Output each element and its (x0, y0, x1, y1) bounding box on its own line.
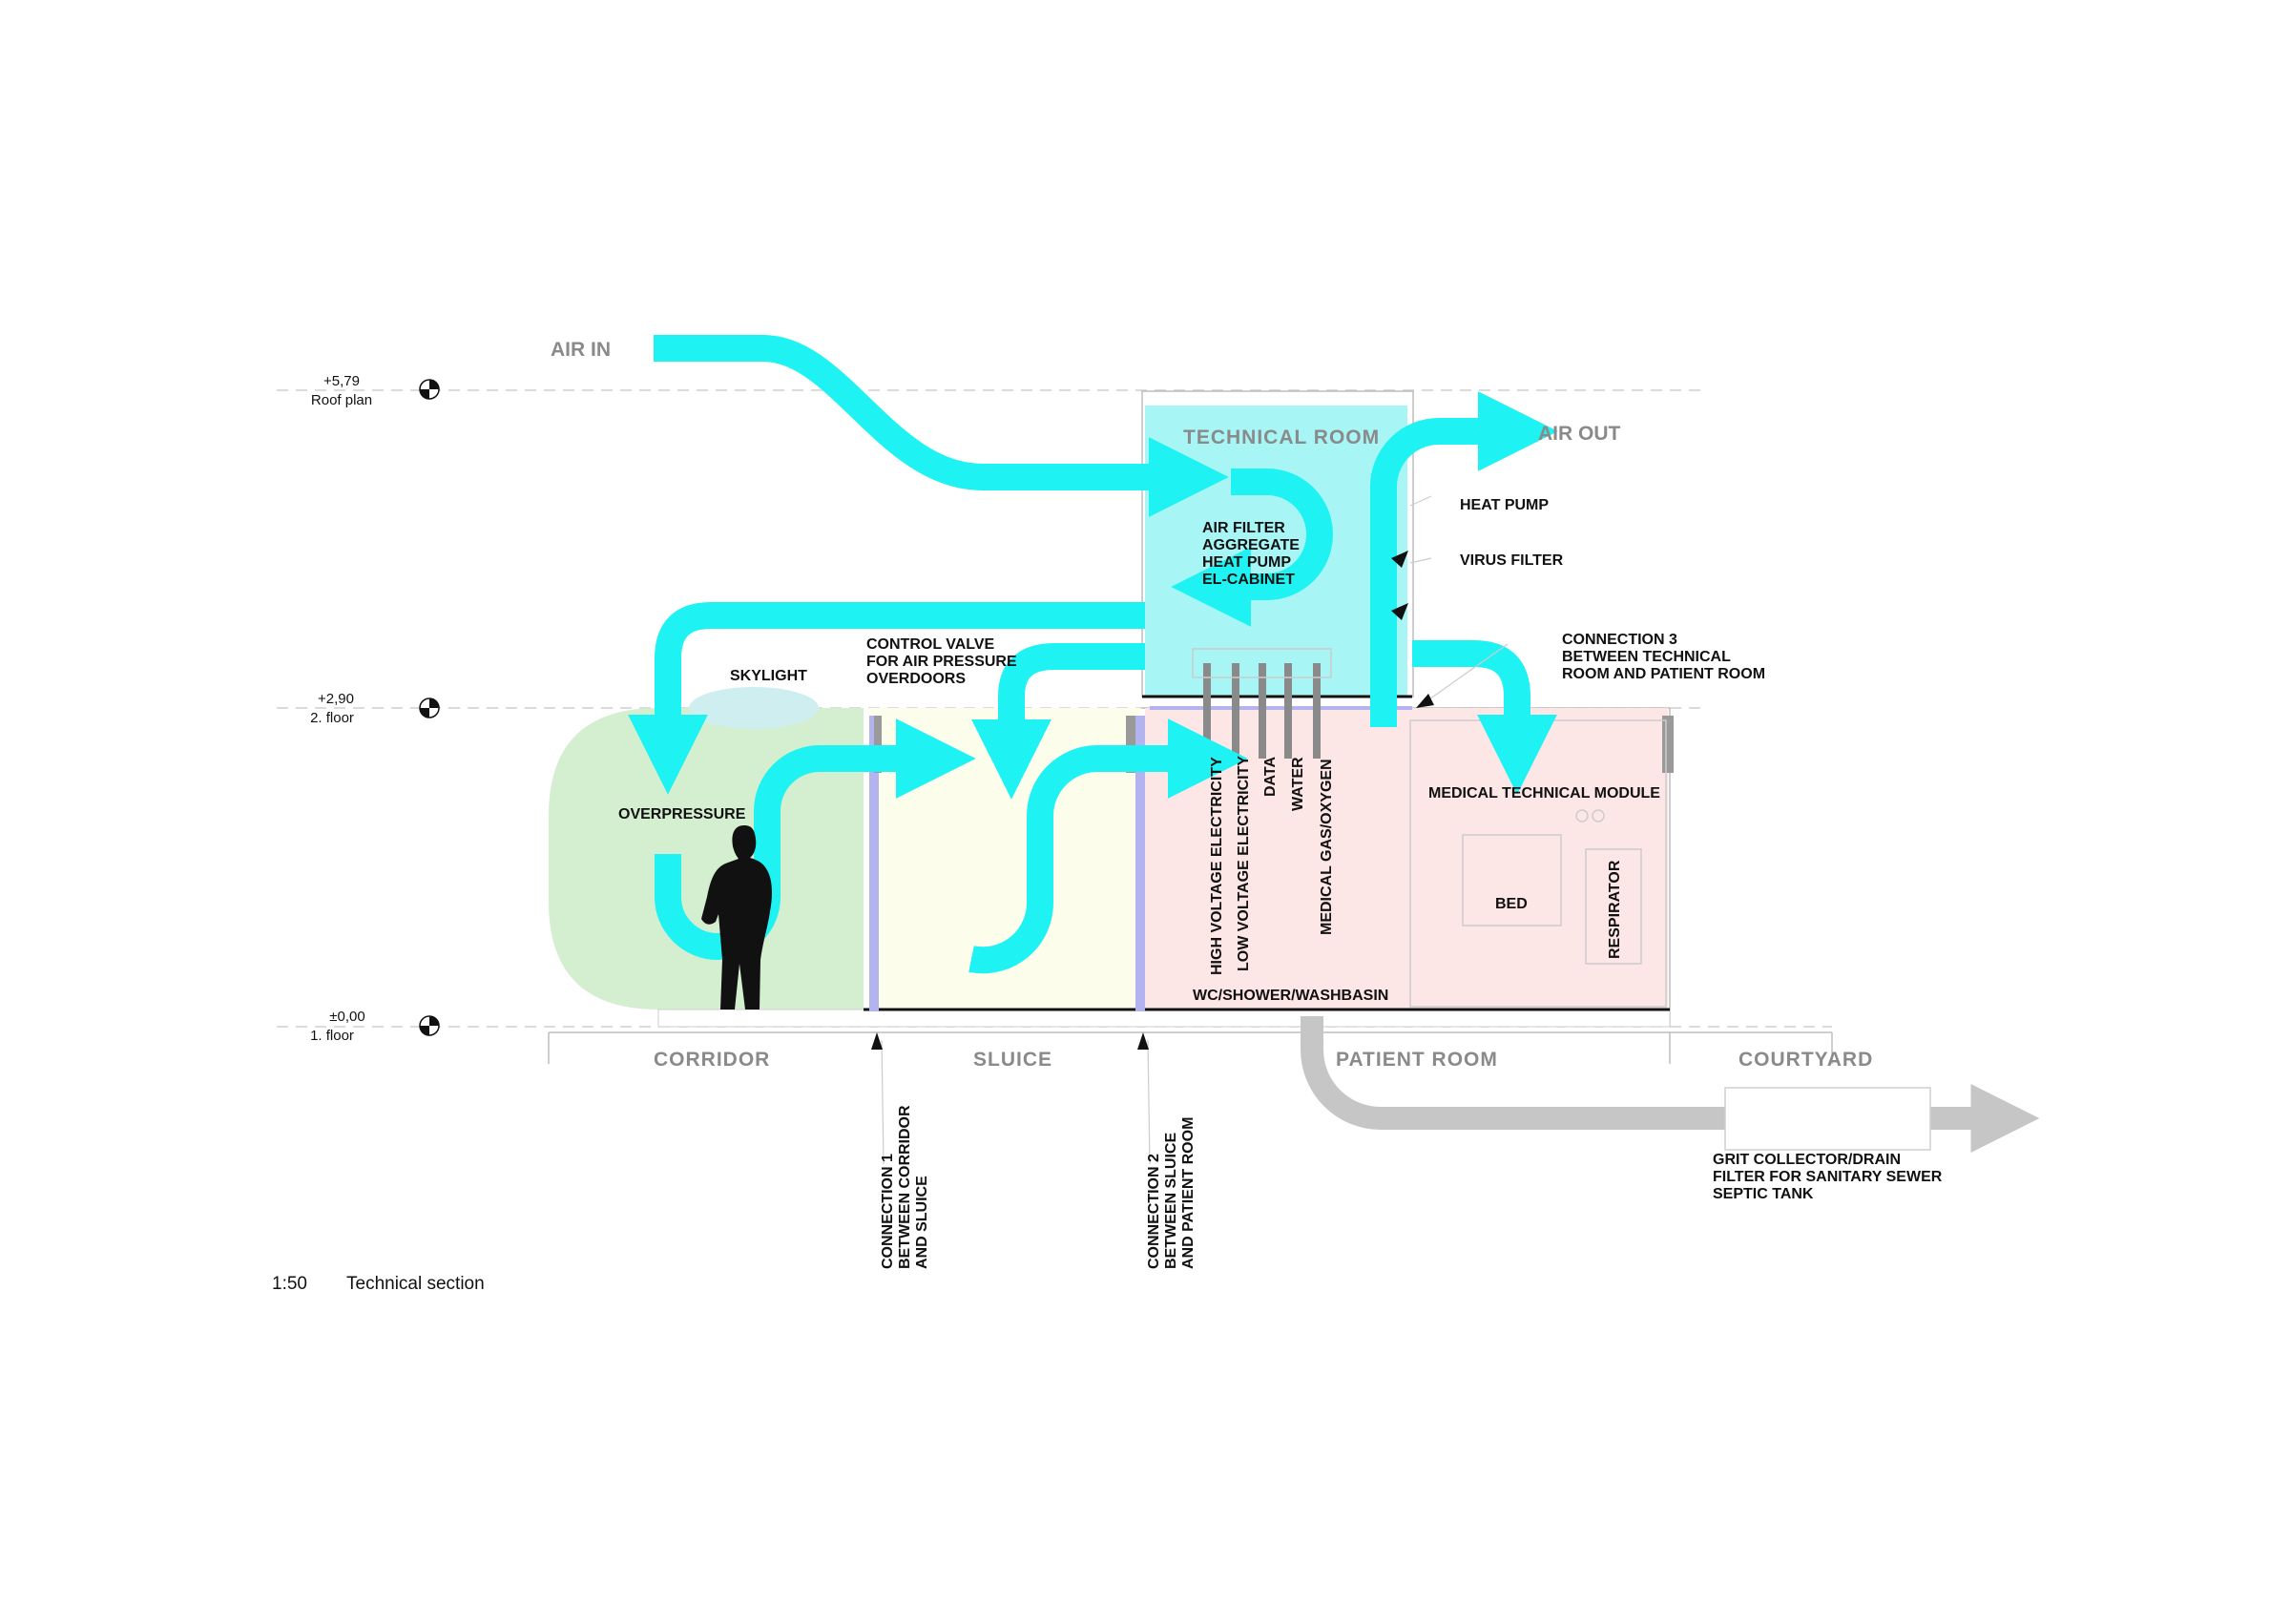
svg-text:FILTER FOR SANITARY SEWER: FILTER FOR SANITARY SEWER (1713, 1169, 1943, 1185)
air-in-label: AIR IN (551, 339, 611, 361)
air-out-arrow (1370, 391, 1558, 727)
connection3-pointer (1416, 694, 1434, 708)
level-marker-roof (419, 379, 440, 400)
level-first-floor-name: 1. floor (310, 1028, 354, 1044)
bed-frame (1462, 834, 1562, 927)
technical-room-title: TECHNICAL ROOM (1183, 427, 1380, 448)
virus-filter-label: VIRUS FILTER (1460, 552, 1564, 569)
connection-1-wall (869, 716, 879, 1011)
technical-room-contents: AIR FILTER AGGREGATE HEAT PUMP EL-CABINE… (1202, 520, 1300, 588)
person-silhouette (701, 825, 772, 1010)
level-roof-name: Roof plan (311, 392, 372, 408)
connection2-pointer (1137, 1032, 1149, 1050)
overpressure-label: OVERPRESSURE (618, 806, 746, 822)
svg-text:BETWEEN TECHNICAL: BETWEEN TECHNICAL (1562, 649, 1731, 665)
room-label-corridor: CORRIDOR (654, 1049, 770, 1071)
pointers (881, 495, 1509, 1165)
svg-text:OVERDOORS: OVERDOORS (866, 671, 966, 687)
level-marker-first-floor (419, 1015, 440, 1036)
svg-text:AND PATIENT ROOM: AND PATIENT ROOM (1180, 1117, 1197, 1269)
wc-label: WC/SHOWER/WASHBASIN (1193, 988, 1388, 1004)
connection3-label: CONNECTION 3 BETWEEN TECHNICAL ROOM AND … (1562, 632, 1765, 682)
patient-door (1662, 716, 1674, 773)
level-second-floor-value: +2,90 (318, 691, 354, 707)
utility-low-voltage: LOW VOLTAGE ELECTRICITY (1236, 756, 1252, 971)
sewer-arrow (1301, 1016, 2040, 1153)
respirator-unit (1585, 848, 1642, 965)
utility-medical-gas: MEDICAL GAS/OXYGEN (1319, 759, 1335, 935)
air-out-label: AIR OUT (1538, 423, 1621, 445)
level-first-floor-value: ±0,00 (329, 1009, 364, 1025)
svg-text:ROOM AND PATIENT ROOM: ROOM AND PATIENT ROOM (1562, 666, 1765, 682)
utility-data: DATA (1262, 756, 1279, 797)
connection1-label: CONNECTION 1 BETWEEN CORRIDOR AND SLUICE (880, 1105, 930, 1269)
svg-text:CONTROL VALVE: CONTROL VALVE (866, 636, 995, 653)
tech-content-el-cabinet: EL-CABINET (1202, 572, 1295, 588)
bed-label: BED (1495, 896, 1528, 912)
level-marker-second-floor (419, 697, 440, 718)
tech-content-heat-pump: HEAT PUMP (1202, 554, 1291, 571)
svg-text:CONNECTION 3: CONNECTION 3 (1562, 632, 1677, 648)
utility-high-voltage: HIGH VOLTAGE ELECTRICITY (1209, 757, 1225, 975)
skylight (689, 687, 819, 729)
svg-text:CONNECTION 1: CONNECTION 1 (880, 1154, 896, 1269)
level-roof-value: +5,79 (323, 373, 360, 389)
level-second-floor-name: 2. floor (310, 710, 354, 726)
room-label-sluice: SLUICE (973, 1049, 1052, 1071)
connection-1-door (874, 716, 882, 773)
supply-patient-arrow (1412, 640, 1557, 795)
svg-text:CONNECTION 2: CONNECTION 2 (1146, 1154, 1162, 1269)
title-caption: Technical section (346, 1274, 485, 1294)
scale-caption: 1:50 (272, 1274, 307, 1294)
air-in-arrow (654, 335, 1229, 517)
svg-text:GRIT COLLECTOR/DRAIN: GRIT COLLECTOR/DRAIN (1713, 1152, 1901, 1168)
tech-content-aggregate: AGGREGATE (1202, 537, 1300, 553)
sluice-to-patient-arrow (968, 718, 1248, 974)
room-label-courtyard: COURTYARD (1738, 1049, 1873, 1071)
connection-2-door (1126, 716, 1135, 773)
svg-text:BETWEEN SLUICE: BETWEEN SLUICE (1163, 1133, 1179, 1269)
control-valve-label: CONTROL VALVE FOR AIR PRESSURE OVERDOORS (866, 636, 1017, 687)
skylight-label: SKYLIGHT (730, 668, 807, 684)
svg-text:BETWEEN CORRIDOR: BETWEEN CORRIDOR (897, 1105, 913, 1269)
respirator-label: RESPIRATOR (1607, 860, 1623, 959)
svg-text:SEPTIC TANK: SEPTIC TANK (1713, 1186, 1814, 1202)
virus-filter-pointer (1391, 603, 1408, 620)
svg-text:FOR AIR PRESSURE: FOR AIR PRESSURE (866, 654, 1017, 670)
tech-content-air-filter: AIR FILTER (1202, 520, 1285, 536)
filter-loop-arrow (1171, 468, 1333, 627)
heat-pump-label: HEAT PUMP (1460, 497, 1549, 513)
heat-pump-pointer (1391, 551, 1408, 568)
grit-collector-label: GRIT COLLECTOR/DRAIN FILTER FOR SANITARY… (1713, 1152, 1943, 1202)
utility-labels: HIGH VOLTAGE ELECTRICITY LOW VOLTAGE ELE… (1209, 756, 1335, 975)
utility-water: WATER (1290, 757, 1306, 811)
room-label-patient-room: PATIENT ROOM (1336, 1049, 1498, 1071)
supply-corridor-arrow (628, 602, 1145, 795)
supply-sluice-arrow (971, 643, 1145, 800)
connection-2-wall (1135, 716, 1145, 1011)
floor-slab (657, 1009, 1671, 1028)
svg-text:AND SLUICE: AND SLUICE (914, 1176, 930, 1269)
connection2-label: CONNECTION 2 BETWEEN SLUICE AND PATIENT … (1146, 1117, 1197, 1269)
utility-distribution-box (1192, 648, 1332, 678)
medical-module-label: MEDICAL TECHNICAL MODULE (1428, 785, 1660, 802)
connection1-pointer (871, 1032, 883, 1050)
air-flow (628, 335, 1558, 974)
grit-collector-box (1724, 1087, 1931, 1151)
